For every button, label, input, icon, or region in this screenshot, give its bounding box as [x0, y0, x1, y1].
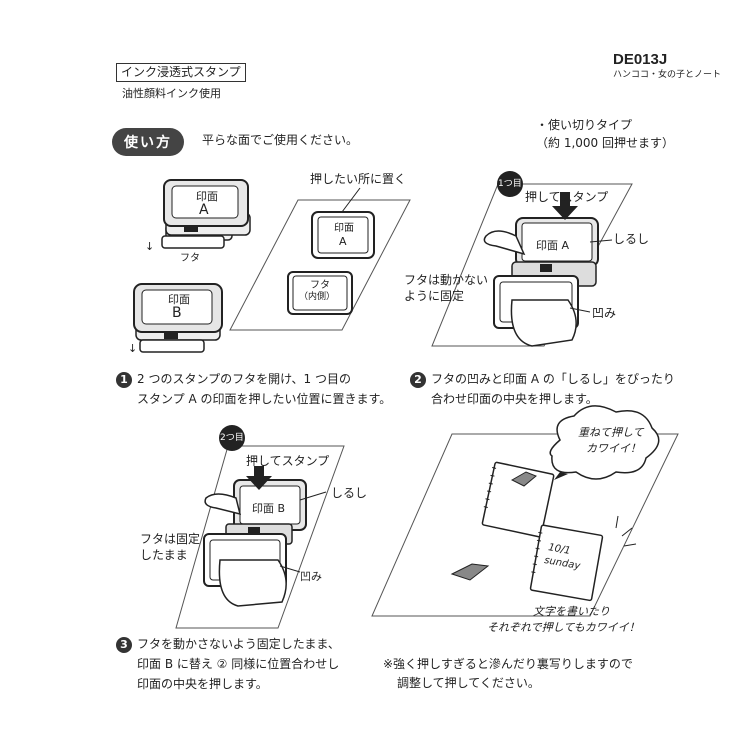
step-1: 1 2 つのスタンプのフタを開け、1 つ目の — [116, 369, 351, 389]
step-3-line-2: 印面 B に替え ② 同様に位置合わせし — [137, 657, 340, 671]
lid-inside-2: （内側） — [299, 292, 336, 302]
svg-text:↓: ↓ — [145, 240, 154, 253]
stamp-b-illustration: ↓ — [128, 283, 223, 355]
fig3-press: 押してスタンプ — [246, 454, 330, 468]
stamp-b-label: 印面 — [168, 293, 190, 306]
step-3-line-3: 印面の中央を押します。 — [137, 677, 268, 691]
step-2-line-1: フタの凹みと印面 A の「しるし」をぴったり — [431, 372, 675, 386]
badge-first: 1つ目 — [498, 179, 522, 189]
fig2-press: 押してスタンプ — [525, 190, 609, 204]
step-1-line-2: スタンプ A の印面を押したい位置に置きます。 — [137, 392, 392, 406]
stamp-a-label: 印面 — [196, 190, 218, 203]
ink-label: 油性顔料インク使用 — [122, 87, 221, 100]
note-line-1: ※強く押しすぎると滲んだり裏写りしますので — [383, 657, 633, 671]
place-caption: 押したい所に置く — [310, 172, 407, 186]
bubble-line-1: 重ねて押して — [578, 426, 644, 439]
fig2-mark: しるし — [613, 232, 650, 246]
badge-second: 2つ目 — [220, 433, 244, 443]
step-2-number: 2 — [410, 372, 426, 388]
fig4-caption-1: 文字を書いたり — [533, 605, 610, 618]
step-3-number: 3 — [116, 637, 132, 653]
stamp-a-letter: A — [199, 202, 209, 218]
fig2-fixed-1: フタは動かない — [404, 273, 489, 287]
step-2-line-2: 合わせ印面の中央を押します。 — [431, 392, 598, 406]
lid-label: フタ — [180, 253, 200, 264]
usage-intro: 平らな面でご使用ください。 — [202, 133, 359, 147]
svg-text:↓: ↓ — [128, 342, 137, 355]
step-2: 2 フタの凹みと印面 A の「しるし」をぴったり — [410, 369, 675, 389]
category-label: インク浸透式スタンプ — [116, 63, 246, 82]
fig2-stamp-label: 印面 A — [536, 239, 570, 252]
type-line1: ・使い切りタイプ — [536, 118, 633, 132]
product-code: DE013J — [613, 51, 668, 68]
type-line2: （約 1,000 回押せます） — [536, 136, 674, 150]
fig2-dent: 凹み — [592, 306, 617, 320]
fig3-dent: 凹み — [300, 570, 322, 583]
note-line-2: 調整して押してください。 — [397, 676, 540, 690]
placed-stamp-letter: A — [339, 235, 347, 248]
fig3-fixed-1: フタは固定 — [140, 532, 201, 546]
stamp-b-letter: B — [172, 305, 182, 321]
product-name: ハンココ・女の子とノート — [613, 70, 722, 80]
fig2-fixed-2: ように固定 — [404, 289, 465, 303]
lid-inside-1: フタ — [310, 280, 330, 291]
step-1-number: 1 — [116, 372, 132, 388]
fig4-caption-2: それぞれで押してもカワイイ！ — [487, 621, 640, 634]
fig3-mark: しるし — [331, 486, 368, 500]
fig3-stamp-label: 印面 B — [252, 502, 286, 515]
step-3-line-1: フタを動かさないよう固定したまま、 — [137, 637, 340, 651]
stamp-a-illustration: ↓ — [145, 179, 251, 253]
step-1-line-1: 2 つのスタンプのフタを開け、1 つ目の — [137, 372, 351, 386]
fig3-fixed-2: したまま — [140, 548, 188, 562]
usage-pill: 使い方 — [112, 128, 184, 156]
step-3: 3 フタを動かさないよう固定したまま、 — [116, 634, 340, 654]
placed-stamp-label: 印面 — [334, 223, 354, 234]
bubble-line-2: カワイイ！ — [586, 442, 641, 455]
